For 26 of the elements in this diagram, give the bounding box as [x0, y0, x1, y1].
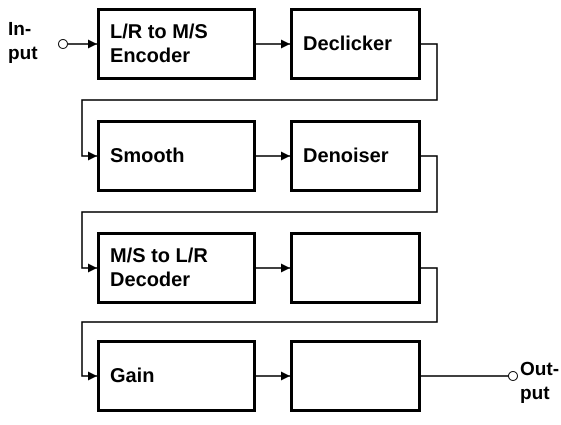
process-box [97, 8, 256, 80]
arrow [256, 40, 290, 48]
arrow [256, 372, 290, 380]
arrow [81, 267, 438, 380]
arrow [256, 264, 290, 272]
terminal-label: Out- put [520, 358, 558, 406]
terminal-circle [508, 371, 518, 381]
process-box [290, 120, 421, 192]
arrow [81, 155, 438, 272]
box-label: Smooth [110, 144, 184, 168]
terminal-label: In- put [8, 18, 39, 66]
arrow [81, 43, 438, 160]
process-box [97, 120, 256, 192]
process-box [290, 232, 421, 304]
process-box [97, 232, 256, 304]
box-label: Gain [110, 364, 154, 388]
process-box [97, 340, 256, 412]
box-label: Declicker [303, 32, 392, 56]
process-box [290, 8, 421, 80]
box-label: Denoiser [303, 144, 389, 168]
terminal-circle [58, 39, 68, 49]
arrow [68, 40, 97, 48]
process-box [290, 340, 421, 412]
box-label: M/S to L/R Decoder [110, 244, 209, 292]
box-label: L/R to M/S Encoder [110, 20, 209, 68]
arrow [256, 152, 290, 160]
